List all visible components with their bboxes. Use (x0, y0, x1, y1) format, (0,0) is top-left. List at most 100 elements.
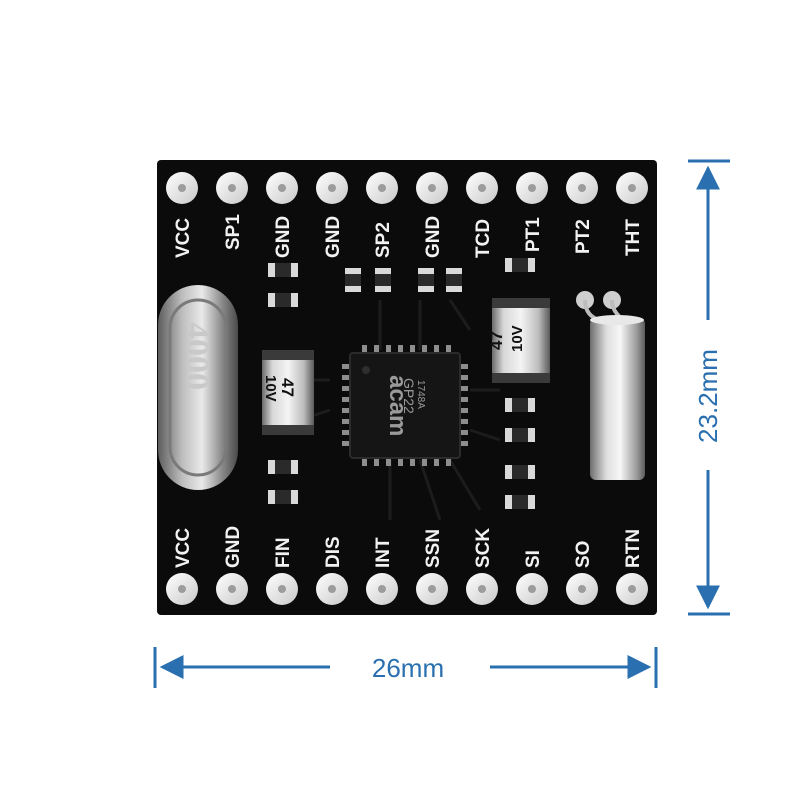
smd-body-1 (268, 263, 298, 277)
smd-end-b-4 (375, 286, 391, 292)
chip-brand: acam (384, 375, 411, 436)
pin-label-top-4: GND (323, 216, 344, 258)
top-pad-hole-2 (228, 184, 236, 192)
chip-pin-bottom-6 (422, 458, 427, 466)
top-pad-hole-6 (428, 184, 436, 192)
smd-body-8 (268, 460, 298, 474)
smd-end-b-12 (528, 465, 535, 479)
smd-body-10 (505, 398, 535, 412)
chip-pin-bottom-2 (374, 458, 379, 466)
top-pad-hole-5 (378, 184, 386, 192)
pin-label-bottom-6: SSN (423, 529, 444, 568)
smd-body-11 (505, 428, 535, 442)
chip-pin-right-7 (460, 430, 468, 435)
top-pad-hole-9 (578, 184, 586, 192)
chip-pin-bottom-7 (434, 458, 439, 466)
smd-end-b-3 (345, 286, 361, 292)
top-pad-hole-10 (628, 184, 636, 192)
smd-part-5 (418, 268, 434, 292)
smd-part-3 (345, 268, 361, 292)
capacitor-right: 47 10V (487, 298, 550, 383)
chip-pin-left-7 (342, 430, 350, 435)
top-pad-hole-4 (328, 184, 336, 192)
pin-label-bottom-10: RTN (623, 529, 644, 568)
smd-part-8 (268, 460, 298, 474)
smd-end-a-1 (268, 263, 275, 277)
height-label: 23.2mm (693, 349, 723, 443)
smd-end-a-5 (418, 268, 434, 274)
smd-body-9 (268, 490, 298, 504)
smd-part-1 (268, 263, 298, 277)
chip-pin-top-5 (410, 345, 415, 353)
smd-end-b-13 (528, 495, 535, 509)
chip-pin-left-5 (342, 408, 350, 413)
smd-end-a-6 (446, 268, 462, 274)
smd-end-b-7 (528, 258, 535, 272)
pin-label-top-3: GND (273, 216, 294, 258)
smd-body-13 (505, 495, 535, 509)
pin-label-top-9: PT2 (573, 219, 594, 254)
chip-pin-left-1 (342, 364, 350, 369)
chip-pin-right-2 (460, 375, 468, 380)
pin-label-top-10: THT (623, 219, 644, 256)
bottom-pad-hole-2 (228, 585, 236, 593)
chip-pin-right-1 (460, 364, 468, 369)
chip-pin-left-4 (342, 397, 350, 402)
smd-end-a-2 (268, 293, 275, 307)
smd-part-10 (505, 398, 535, 412)
pin-label-bottom-4: DIS (323, 536, 344, 568)
top-pad-hole-3 (278, 184, 286, 192)
smd-end-b-2 (291, 293, 298, 307)
chip-pin-right-5 (460, 408, 468, 413)
pin-label-bottom-5: INT (373, 537, 394, 568)
chip-pin-bottom-5 (410, 458, 415, 466)
smd-end-b-1 (291, 263, 298, 277)
smd-end-a-4 (375, 268, 391, 274)
smd-end-b-10 (528, 398, 535, 412)
chip-pin-bottom-4 (398, 458, 403, 466)
capacitor-left-value: 47 (278, 378, 297, 397)
gp22-chip: acam GP22 1748A (342, 345, 468, 466)
pin-label-top-5: SP2 (373, 222, 394, 258)
chip-pin-top-3 (386, 345, 391, 353)
chip-pin-top-4 (398, 345, 403, 353)
smd-body-7 (505, 258, 535, 272)
bottom-pin-labels: VCC GND FIN DIS INT SSN SCK SI SO RTN (173, 526, 644, 568)
bottom-pad-hole-1 (178, 585, 186, 593)
smd-end-a-3 (345, 268, 361, 274)
chip-pin-top-8 (446, 345, 451, 353)
width-dimension: 26mm (153, 647, 658, 688)
chip-pins (342, 345, 468, 466)
smd-end-b-8 (291, 460, 298, 474)
pin-label-top-6: GND (423, 216, 444, 258)
pcb-traces (299, 299, 501, 521)
capacitor-right-voltage: 10V (509, 325, 526, 352)
chip-pin-right-8 (460, 441, 468, 446)
chip-pin-right-4 (460, 397, 468, 402)
bottom-pad-hole-9 (578, 585, 586, 593)
bottom-pad-hole-10 (628, 585, 636, 593)
top-pin-labels: VCC SP1 GND GND SP2 GND TCD PT1 PT2 THT (173, 214, 644, 258)
chip-pin-top-6 (422, 345, 427, 353)
smd-end-b-6 (446, 286, 462, 292)
chip-pin-left-3 (342, 386, 350, 391)
smd-body-12 (505, 465, 535, 479)
bottom-pad-hole-6 (428, 585, 436, 593)
chip-pin-bottom-3 (386, 458, 391, 466)
smd-end-a-11 (505, 428, 512, 442)
smd-end-a-8 (268, 460, 275, 474)
pin-label-bottom-1: VCC (173, 528, 194, 568)
smd-end-a-7 (505, 258, 512, 272)
smd-part-2 (268, 293, 298, 307)
chip-pin-top-7 (434, 345, 439, 353)
smd-end-a-13 (505, 495, 512, 509)
chip-pin-right-6 (460, 419, 468, 424)
pin-label-top-7: TCD (473, 219, 494, 258)
temperature-sensor (576, 291, 645, 480)
chip-pin-top-2 (374, 345, 379, 353)
smd-part-11 (505, 428, 535, 442)
chip-pin-left-8 (342, 441, 350, 446)
capacitor-left-voltage: 10V (262, 375, 279, 402)
pin-label-bottom-7: SCK (473, 528, 494, 568)
